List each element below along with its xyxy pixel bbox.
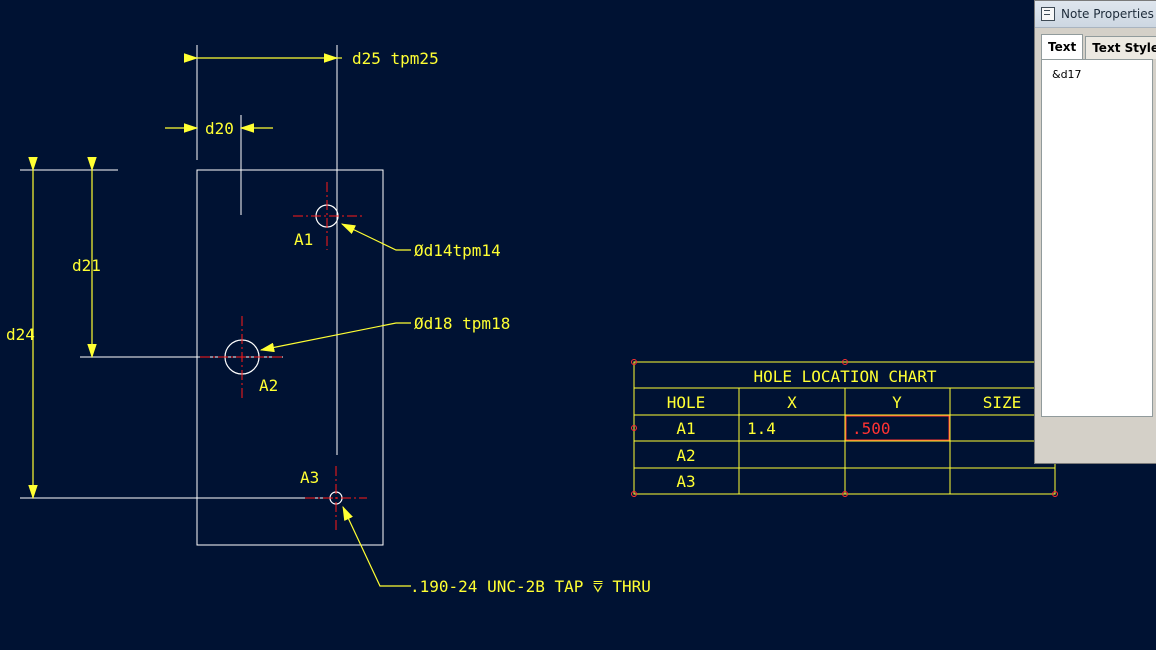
- dialog-bottom-area: [1041, 423, 1151, 453]
- table-header-x: X: [787, 393, 797, 412]
- selected-cell-highlight: [845, 415, 950, 441]
- text-panel[interactable]: &d17: [1041, 59, 1153, 417]
- hole-centerlines: [200, 182, 367, 530]
- tab-text[interactable]: Text: [1041, 34, 1084, 59]
- table-cell-a1-x[interactable]: 1.4: [747, 419, 776, 438]
- hole-a2-label[interactable]: A2: [259, 376, 278, 395]
- table-handles: [631, 359, 1058, 497]
- dim-d20-label[interactable]: d20: [205, 119, 234, 138]
- hole-location-chart[interactable]: HOLE LOCATION CHART HOLE X Y SIZE A1 1.4…: [631, 359, 1058, 497]
- dialog-body: Text Text Style &d17: [1041, 33, 1156, 453]
- dialog-title: Note Properties: [1061, 7, 1154, 21]
- table-header-y: Y: [892, 393, 902, 412]
- callout-a3[interactable]: .190-24 UNC-2B TAP ⩢ THRU: [410, 577, 651, 596]
- dialog-tabs: Text Text Style: [1041, 33, 1156, 59]
- dim-d21-label[interactable]: d21: [72, 256, 101, 275]
- leader-lines: [259, 223, 411, 587]
- note-properties-dialog[interactable]: Note Properties Text Text Style &d17: [1034, 0, 1156, 464]
- hole-a3-label[interactable]: A3: [300, 468, 319, 487]
- table-title: HOLE LOCATION CHART: [753, 367, 936, 386]
- extension-lines: [20, 45, 338, 499]
- table-cell-a2-hole[interactable]: A2: [676, 446, 695, 465]
- table-cell-a3-hole[interactable]: A3: [676, 472, 695, 491]
- dimension-lines: [28, 53, 342, 500]
- callout-a2[interactable]: Ød18 tpm18: [414, 314, 510, 333]
- tab-text-style[interactable]: Text Style: [1085, 36, 1156, 59]
- dim-d25-label[interactable]: d25 tpm25: [352, 49, 439, 68]
- table-header-hole: HOLE: [667, 393, 706, 412]
- table-grid: [633, 361, 1056, 495]
- dialog-titlebar[interactable]: Note Properties: [1035, 1, 1156, 28]
- hole-a1-label[interactable]: A1: [294, 230, 313, 249]
- dim-d24-label[interactable]: d24: [6, 325, 35, 344]
- note-icon: [1041, 7, 1055, 21]
- note-text-input[interactable]: &d17: [1052, 68, 1082, 81]
- table-cell-a1-y[interactable]: .500: [852, 419, 891, 438]
- callout-a1[interactable]: Ød14tpm14: [414, 241, 501, 260]
- table-cell-a1-hole[interactable]: A1: [676, 419, 695, 438]
- table-header-size: SIZE: [983, 393, 1022, 412]
